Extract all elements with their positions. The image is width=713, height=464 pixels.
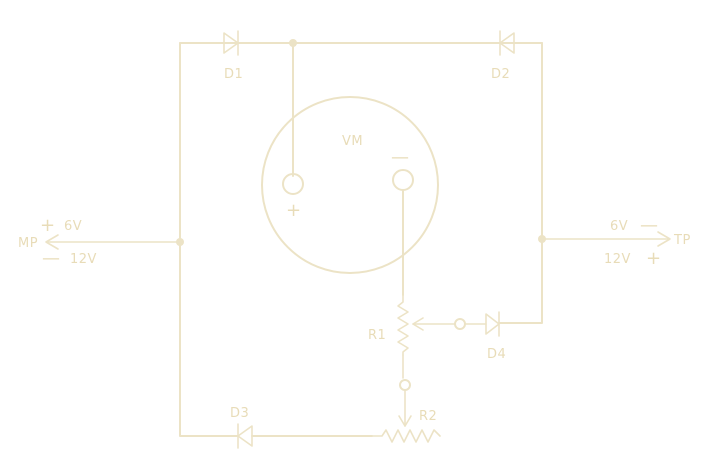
vm-minus-sign: —	[391, 147, 409, 168]
r1-bottom-terminal	[399, 379, 411, 391]
voltmeter-body	[261, 96, 439, 274]
label-r2: R2	[419, 409, 437, 424]
label-mp: MP	[18, 236, 38, 251]
diode-d2	[499, 30, 515, 56]
label-d4: D4	[487, 347, 506, 362]
left-plus-sign: +	[40, 215, 55, 236]
left-minus-sign: —	[42, 248, 60, 269]
vm-minus-terminal	[392, 169, 414, 191]
tp-arrow	[657, 231, 671, 247]
label-tp: TP	[673, 233, 691, 248]
diode-d4	[485, 311, 500, 337]
diode-d1	[223, 30, 239, 56]
label-left-12v: 12V	[70, 252, 97, 267]
vm-plus-terminal	[282, 173, 304, 195]
label-left-6v: 6V	[64, 219, 82, 234]
resistor-r1	[397, 294, 409, 356]
label-d3: D3	[230, 406, 249, 421]
label-d2: D2	[491, 67, 510, 82]
label-vm: VM	[342, 134, 363, 149]
wire-left-vertical	[179, 42, 239, 437]
label-right-6v: 6V	[610, 219, 628, 234]
r1-wiper-terminal	[454, 318, 466, 330]
label-right-12v: 12V	[604, 252, 631, 267]
label-d1: D1	[224, 67, 243, 82]
resistor-r2	[371, 429, 441, 443]
mp-arrow	[45, 234, 59, 250]
diode-d3	[237, 423, 253, 449]
right-plus-sign: +	[646, 248, 661, 269]
vm-plus-sign: +	[286, 200, 301, 221]
label-r1: R1	[368, 328, 386, 343]
right-minus-sign: —	[640, 215, 658, 236]
wire-right-vertical	[498, 42, 543, 324]
